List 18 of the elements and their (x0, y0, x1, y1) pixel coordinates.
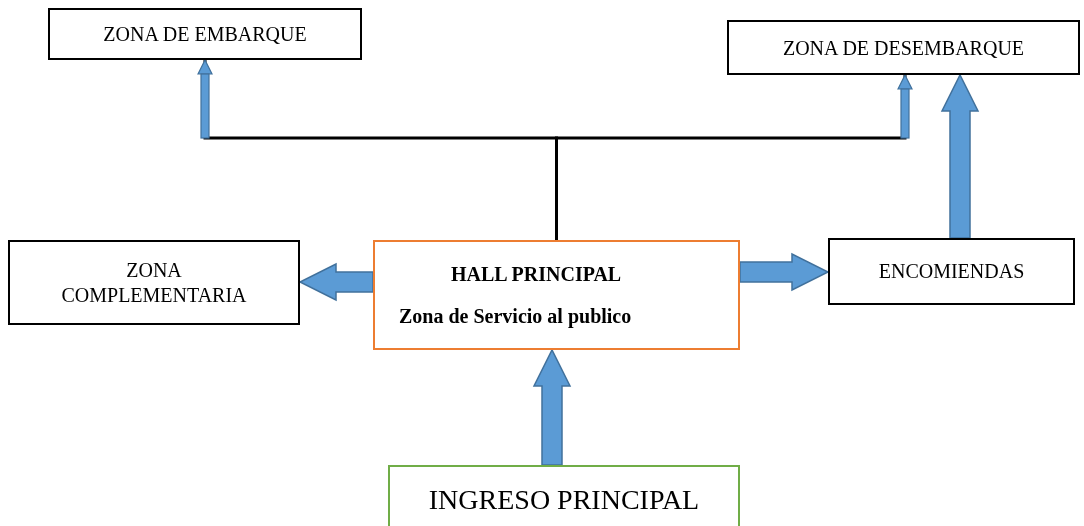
node-title: ZONA DE EMBARQUE (103, 22, 307, 47)
zone-box (8, 240, 300, 325)
block-arrow (532, 348, 572, 466)
node-title: ZONA COMPLEMENTARIA (60, 257, 248, 308)
node-title: INGRESO PRINCIPAL (428, 483, 700, 517)
node-title: ENCOMIENDAS (878, 259, 1025, 284)
node-title: HALL PRINCIPAL (450, 262, 623, 287)
node-subtitle: Zona de Servicio al publico (399, 304, 633, 330)
zone-box (828, 238, 1075, 305)
process-box (373, 240, 740, 350)
block-arrow (940, 73, 980, 239)
block-arrow (739, 252, 830, 292)
zone-box (48, 8, 362, 60)
arrow (555, 74, 913, 240)
node-title: ZONA DE DESEMBARQUE (782, 35, 1025, 61)
zone-box (388, 465, 740, 526)
block-arrow (298, 262, 374, 302)
zone-box (727, 20, 1080, 75)
